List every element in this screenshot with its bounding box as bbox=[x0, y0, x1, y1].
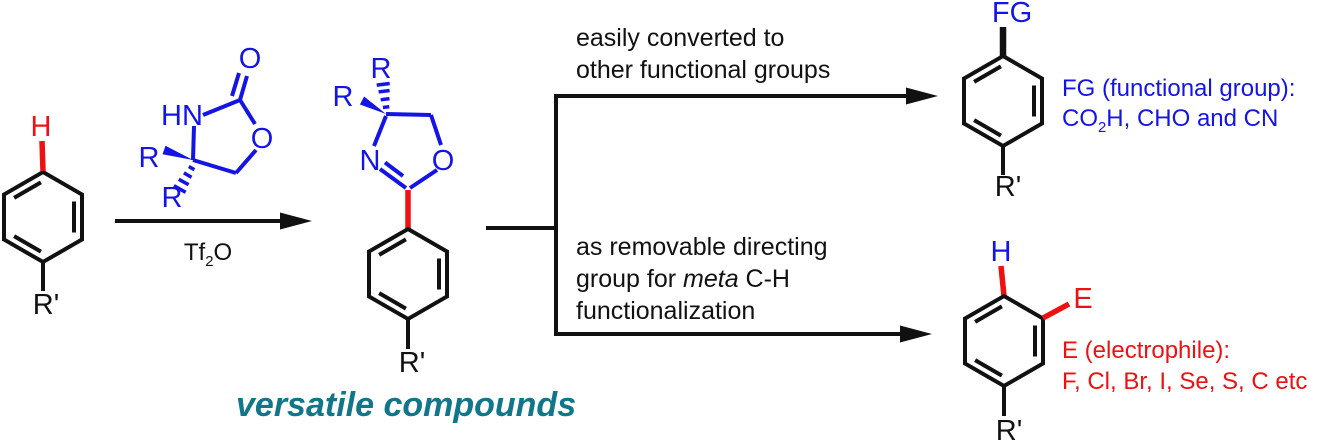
fg-label: FG bbox=[992, 0, 1032, 29]
bottom-branch-caption: as removable directing group for meta C-… bbox=[576, 231, 828, 327]
bottom-caption-line2-pre: group for bbox=[576, 265, 684, 293]
arrow-reagent-label: Tf2O bbox=[162, 239, 254, 270]
wedge-bond-r bbox=[162, 145, 193, 160]
bond-n-c2 bbox=[202, 98, 241, 117]
bond-c2-o-double-1 bbox=[238, 75, 249, 101]
bond-n-c2-double-2 bbox=[383, 160, 405, 178]
e-product-ch-bond bbox=[998, 265, 1007, 297]
product-oxazoline: R R N O R' bbox=[333, 53, 455, 379]
bond-oring-c5 bbox=[234, 148, 258, 175]
bond-c4-c5 bbox=[385, 112, 432, 117]
bottom-branch-caption-line3: functionalization bbox=[576, 297, 756, 325]
hash-bond-r bbox=[376, 81, 390, 110]
bottom-arrow-head bbox=[900, 325, 932, 343]
tf2o-post: O bbox=[213, 239, 233, 266]
fg-note-line1: FG (functional group): bbox=[1062, 75, 1296, 102]
product-ring-o-label: O bbox=[432, 145, 455, 177]
bond-c2-oring bbox=[238, 98, 257, 126]
fg-benzene bbox=[962, 54, 1044, 148]
reagent-r-wedge-label: R bbox=[139, 142, 160, 174]
versatile-compounds-caption: versatile compounds bbox=[236, 386, 577, 424]
e-note: E (electrophile): F, Cl, Br, I, Se, S, C… bbox=[1062, 335, 1307, 397]
top-branch-caption-line2: other functional groups bbox=[576, 56, 831, 84]
fg-product: FG R' bbox=[962, 0, 1044, 203]
reagent-oxazolidinone: HN O O R R bbox=[139, 43, 274, 214]
reaction-arrow bbox=[115, 212, 312, 230]
start-ch-bond bbox=[39, 140, 46, 172]
reagent-r-hash-label: R bbox=[162, 182, 183, 214]
bottom-branch-caption-line2: group for meta C-H bbox=[576, 263, 828, 295]
top-arrow-head bbox=[906, 87, 938, 105]
product-r-hash-label: R bbox=[371, 53, 392, 85]
e-note-line2: F, Cl, Br, I, Se, S, C etc bbox=[1062, 368, 1308, 395]
e-benzene bbox=[963, 294, 1045, 388]
fg-note-line2-sub: 2 bbox=[1098, 119, 1107, 136]
fg-note-line2-post: H, CHO and CN bbox=[1106, 105, 1279, 132]
branch-arrows bbox=[486, 87, 938, 343]
tf2o-pre: Tf bbox=[183, 239, 206, 266]
reagent-hn-label: HN bbox=[161, 100, 203, 132]
bond-n-c2-double-1 bbox=[378, 167, 408, 190]
start-rprime-label: R' bbox=[33, 289, 59, 321]
tf2o-sub: 2 bbox=[205, 253, 214, 270]
bond-oring-c2 bbox=[408, 168, 439, 190]
reagent-ring-o-label: O bbox=[251, 123, 274, 155]
bottom-caption-line2-italic: meta bbox=[683, 265, 739, 293]
product-benzene bbox=[367, 227, 449, 321]
e-product-h-label: H bbox=[991, 236, 1012, 268]
e-rprime-label: R' bbox=[996, 415, 1022, 441]
fg-note-line2: CO2H, CHO and CN bbox=[1062, 104, 1295, 143]
start-material: H R' bbox=[2, 111, 84, 321]
bottom-caption-line2-post: C-H bbox=[738, 265, 790, 293]
arrow-head bbox=[280, 212, 312, 230]
e-bond bbox=[1041, 301, 1071, 321]
product-rprime-label: R' bbox=[399, 347, 425, 379]
bond-c2-o-double-2 bbox=[230, 72, 241, 97]
reagent-carbonyl-o-label: O bbox=[239, 43, 262, 75]
e-label: E bbox=[1073, 283, 1092, 315]
start-benzene bbox=[2, 170, 84, 264]
top-branch-caption: easily converted to other functional gro… bbox=[576, 22, 830, 86]
bottom-branch-caption-line1: as removable directing bbox=[576, 233, 828, 261]
hash-bond-r bbox=[173, 164, 196, 194]
fg-rprime-label: R' bbox=[995, 171, 1021, 203]
start-h-label: H bbox=[31, 111, 52, 143]
e-note-line1: E (electrophile): bbox=[1062, 337, 1231, 364]
bond-n-c4 bbox=[372, 115, 388, 147]
e-product: H E R' bbox=[963, 236, 1093, 441]
fg-note: FG (functional group): CO2H, CHO and CN bbox=[1062, 74, 1295, 143]
top-branch-caption-line1: easily converted to bbox=[576, 24, 785, 52]
wedge-bond-r bbox=[359, 96, 386, 114]
bond-c5-c4 bbox=[192, 158, 237, 175]
product-r-wedge-label: R bbox=[333, 81, 354, 113]
bond-c4-n bbox=[191, 125, 196, 161]
bond-c5-oring bbox=[429, 114, 443, 146]
product-n-label: N bbox=[360, 145, 381, 177]
fg-note-line2-pre: CO bbox=[1062, 105, 1098, 132]
